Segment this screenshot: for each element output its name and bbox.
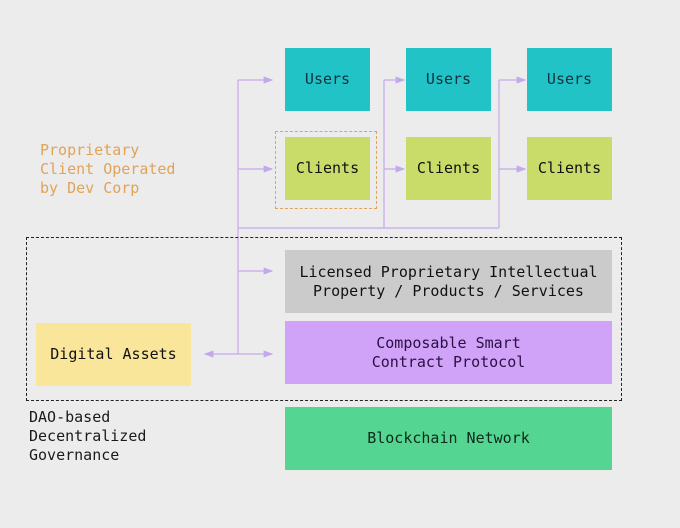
smart-contract-protocol-box: Composable Smart Contract Protocol bbox=[285, 321, 612, 384]
users-box-2: Users bbox=[406, 48, 491, 111]
users-box-3: Users bbox=[527, 48, 612, 111]
dao-governance-boundary bbox=[26, 237, 622, 401]
blockchain-network-box: Blockchain Network bbox=[285, 407, 612, 470]
dao-governance-label: DAO-based Decentralized Governance bbox=[29, 408, 147, 464]
users-box-1: Users bbox=[285, 48, 370, 111]
clients-box-2: Clients bbox=[406, 137, 491, 200]
proprietary-client-boundary bbox=[275, 131, 377, 209]
clients-box-3: Clients bbox=[527, 137, 612, 200]
proprietary-client-label: Proprietary Client Operated by Dev Corp bbox=[40, 141, 176, 197]
clients-box-1: Clients bbox=[285, 137, 370, 200]
licensed-ip-box: Licensed Proprietary Intellectual Proper… bbox=[285, 250, 612, 313]
digital-assets-box: Digital Assets bbox=[36, 323, 191, 386]
